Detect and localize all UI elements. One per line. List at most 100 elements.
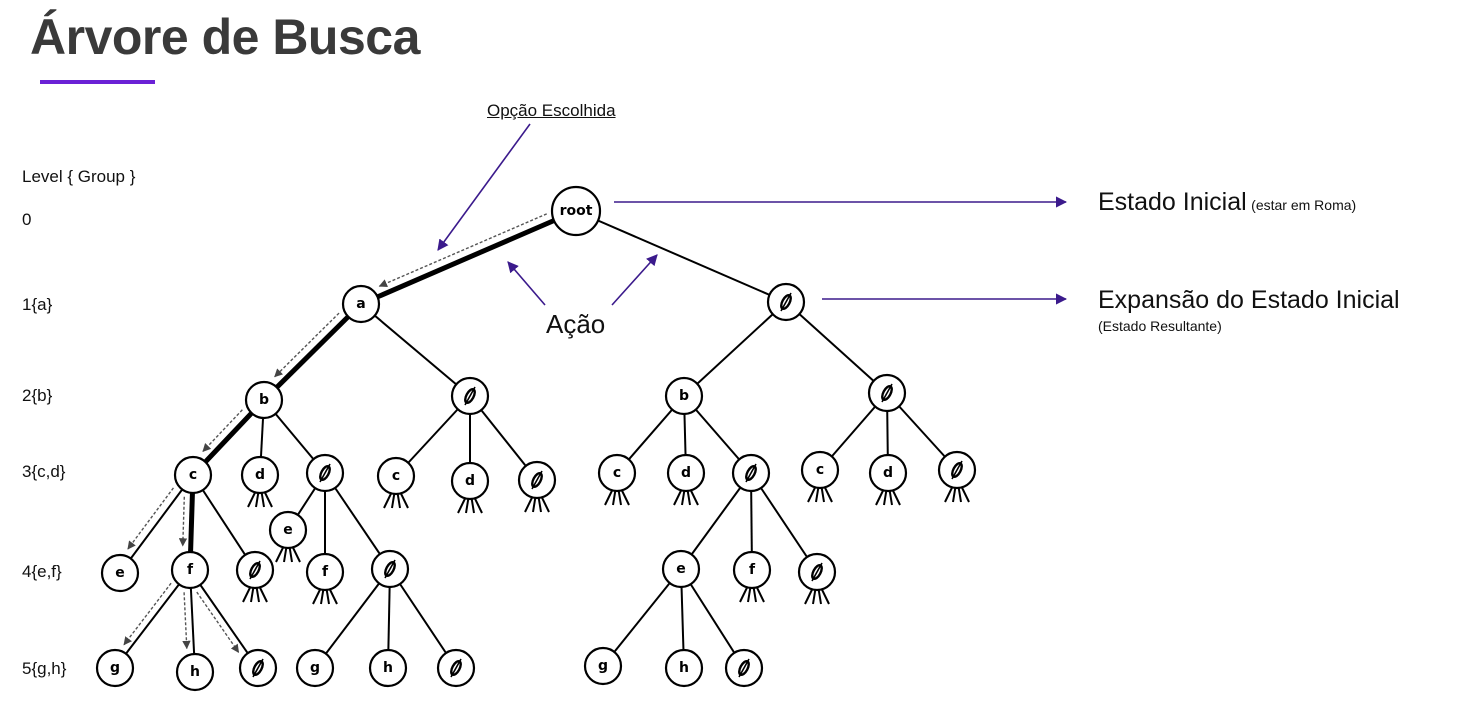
action-arrow-right xyxy=(611,254,658,306)
tree-node-b1: b xyxy=(244,380,284,420)
node-circle xyxy=(664,376,704,416)
node-circle xyxy=(175,652,215,692)
level-5: 5{g,h} xyxy=(22,659,67,678)
stub-branch-n4-3 xyxy=(540,495,550,513)
tree-edges xyxy=(114,208,958,673)
tree-node-e2: e xyxy=(268,510,308,550)
node-circle xyxy=(341,284,381,324)
node-label: h xyxy=(679,660,689,676)
initial-state-label: Estado Inicial xyxy=(1098,188,1247,216)
node-label: b xyxy=(259,392,269,408)
tree-edge-n0-b2 xyxy=(683,301,787,397)
tree-edge-f1-n10 xyxy=(189,569,259,669)
node-circle xyxy=(240,455,280,495)
stub-branch-d4-0 xyxy=(875,488,885,506)
stub-branch-e2-0 xyxy=(275,545,285,563)
tree-edge-a-b1 xyxy=(262,302,363,402)
expansion-note: (Estado Resultante) xyxy=(1098,318,1222,334)
empty-set-slash xyxy=(780,292,792,312)
tree-node-h1: h xyxy=(175,652,215,692)
node-label: h xyxy=(383,660,393,676)
stub-branch-c2-0 xyxy=(383,491,393,509)
stub-branch-n7-0 xyxy=(242,585,252,603)
tree-node-n2 xyxy=(867,373,907,413)
tree-node-n3 xyxy=(305,453,345,493)
tree-edge-f1-g1 xyxy=(114,569,191,669)
stub-branch-e2-3 xyxy=(291,545,301,563)
tree-node-e1: e xyxy=(100,553,140,593)
tree-edge-e3-g3 xyxy=(602,568,682,667)
node-label: f xyxy=(749,562,756,578)
node-circle xyxy=(376,456,416,496)
node-label: d xyxy=(465,473,475,489)
node-label: c xyxy=(613,465,621,481)
stub-branch-f2-3 xyxy=(328,587,338,605)
expansion-label: Expansão do Estado Inicial xyxy=(1098,286,1400,314)
tree-node-n8 xyxy=(370,549,410,589)
node-label: f xyxy=(322,564,329,580)
node-label: h xyxy=(190,664,200,680)
node-circle xyxy=(583,646,623,686)
node-circle xyxy=(173,455,213,495)
empty-set-slash xyxy=(738,658,750,678)
empty-set-slash xyxy=(252,658,264,678)
stub-branch-n4-0 xyxy=(524,495,534,513)
node-label: g xyxy=(310,660,320,676)
trace-arrow-f-empty xyxy=(196,591,240,653)
tree-node-n11 xyxy=(436,648,476,688)
stub-branch-n9-3 xyxy=(820,587,830,605)
tree-edge-n5-n9 xyxy=(750,472,818,573)
chosen-option-arrow xyxy=(437,123,531,251)
tree-node-root: root xyxy=(550,185,602,237)
page-title: Árvore de Busca xyxy=(30,9,420,65)
tree-node-g1: g xyxy=(95,648,135,688)
level-2: 2{b} xyxy=(22,386,53,405)
tree-node-g3: g xyxy=(583,646,623,686)
node-label: d xyxy=(255,467,265,483)
level-0: 0 xyxy=(22,210,32,229)
node-circle xyxy=(244,380,284,420)
node-circle xyxy=(661,549,701,589)
empty-set-slash xyxy=(531,470,543,490)
node-circle xyxy=(664,648,704,688)
stub-branch-c3-0 xyxy=(604,488,614,506)
title-underline xyxy=(40,80,155,84)
node-label: e xyxy=(283,522,293,538)
node-circle xyxy=(95,648,135,688)
stub-branch-n6-0 xyxy=(944,485,954,503)
tree-node-n10 xyxy=(238,648,278,688)
trace-arrow-c-f xyxy=(178,496,188,547)
stub-branch-f2-0 xyxy=(312,587,322,605)
node-label: a xyxy=(356,296,365,312)
tree-node-n7 xyxy=(235,550,275,590)
node-circle xyxy=(170,550,210,590)
node-circle xyxy=(368,648,408,688)
tree-edge-n3-n8 xyxy=(324,472,391,570)
node-label: e xyxy=(676,561,686,577)
chosen-option-label: Opção Escolhida xyxy=(487,101,616,120)
node-circle xyxy=(550,185,602,237)
trace-arrow-a-b xyxy=(274,312,340,378)
node-label: g xyxy=(110,660,120,676)
node-circle xyxy=(732,550,772,590)
tree-edge-n8-n11 xyxy=(389,568,457,669)
tree-edge-e3-n12 xyxy=(680,568,745,669)
tree-node-e3: e xyxy=(661,549,701,589)
tree-node-a: a xyxy=(341,284,381,324)
trace-arrow-c-e xyxy=(127,487,175,550)
stub-branch-n9-0 xyxy=(804,587,814,605)
tree-node-n0 xyxy=(766,282,806,322)
level-1: 1{a} xyxy=(22,295,53,314)
node-circle xyxy=(868,453,908,493)
node-label: d xyxy=(883,465,893,481)
tree-node-n4 xyxy=(517,460,557,500)
node-circle xyxy=(450,461,490,501)
node-label: g xyxy=(598,658,608,674)
tree-node-c4: c xyxy=(800,450,840,490)
node-label: f xyxy=(187,562,194,578)
stub-branch-n7-3 xyxy=(258,585,268,603)
tree-node-f3: f xyxy=(732,550,772,590)
tree-edge-root-a xyxy=(360,208,577,307)
tree-node-h3: h xyxy=(664,648,704,688)
